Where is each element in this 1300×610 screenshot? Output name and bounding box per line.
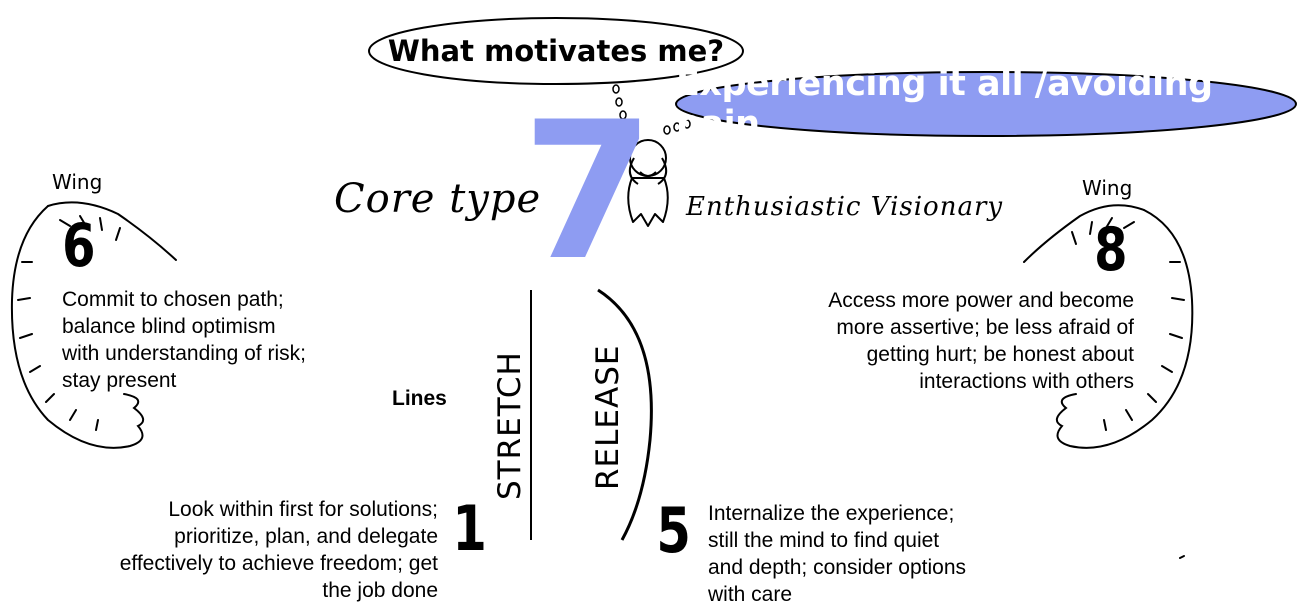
stretch-label: STRETCH xyxy=(492,351,528,500)
release-label: RELEASE xyxy=(590,344,626,490)
right-wing-description: Access more power and become more assert… xyxy=(828,287,1134,395)
motivation-answer: Experiencing it all /avoiding pain xyxy=(676,64,1213,144)
desc-line: more assertive; be less afraid of xyxy=(836,316,1134,339)
release-description: Internalize the experience; still the mi… xyxy=(708,500,966,608)
desc-line: interactions with others xyxy=(919,370,1134,393)
desc-line: Commit to chosen path; xyxy=(62,288,284,311)
desc-line: effectively to achieve freedom; get xyxy=(119,552,438,575)
desc-line: getting hurt; be honest about xyxy=(866,343,1134,366)
desc-line: with understanding of risk; xyxy=(62,342,306,365)
desc-line: Look within first for solutions; xyxy=(168,498,438,521)
right-wing-icon xyxy=(1023,204,1194,559)
lines-label: Lines xyxy=(392,387,447,410)
left-wing-number: 6 xyxy=(62,211,96,281)
desc-line: the job done xyxy=(322,579,438,602)
motivation-bubble xyxy=(675,71,1297,137)
core-type-label: Core type xyxy=(334,176,542,222)
desc-line: Access more power and become xyxy=(828,289,1134,312)
stretch-description: Look within first for solutions; priorit… xyxy=(120,496,438,604)
desc-line: still the mind to find quiet xyxy=(708,529,940,552)
question-bubble xyxy=(368,17,744,85)
left-wing-icon xyxy=(10,201,177,449)
core-type-name: Enthusiastic Visionary xyxy=(686,192,1004,222)
thought-dots xyxy=(612,84,691,135)
desc-line: balance blind optimism xyxy=(62,315,276,338)
thinking-figure-icon xyxy=(627,139,669,227)
right-wing-label: Wing xyxy=(1082,176,1133,200)
desc-line: Internalize the experience; xyxy=(708,502,955,525)
desc-line: prioritize, plan, and delegate xyxy=(174,525,438,548)
release-number: 5 xyxy=(656,494,691,567)
desc-line: and depth; consider options xyxy=(708,556,967,579)
core-type-number: 7 xyxy=(522,81,655,302)
desc-line: with care xyxy=(708,583,793,606)
motivation-question: What motivates me? xyxy=(387,34,725,68)
right-wing-number: 8 xyxy=(1094,215,1128,285)
release-arc xyxy=(597,288,653,541)
desc-line: stay present xyxy=(62,369,177,392)
left-wing-description: Commit to chosen path; balance blind opt… xyxy=(62,286,306,394)
stretch-number: 1 xyxy=(452,492,487,565)
left-wing-label: Wing xyxy=(52,170,103,194)
